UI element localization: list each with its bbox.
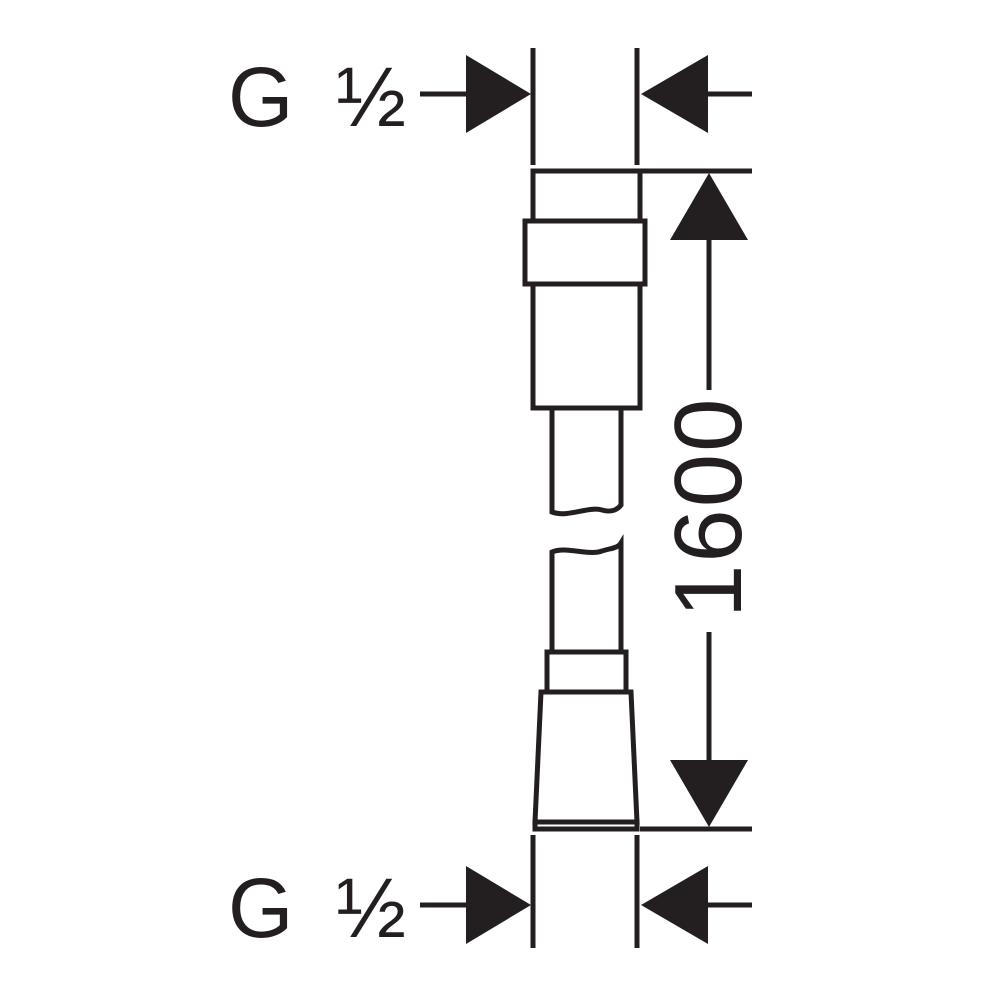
length-arrow-up-icon (670, 173, 748, 240)
bottom-thread-letter: G (228, 861, 294, 955)
hose-upper-segment (549, 408, 624, 517)
hose-lower-segment (549, 533, 624, 652)
bottom-fitting-base (532, 819, 640, 832)
bottom-fitting-cone (532, 689, 640, 825)
bottom-arrow-right-icon (641, 866, 708, 944)
top-thread-size: ½ (336, 50, 407, 144)
bottom-fitting-collar (544, 649, 629, 695)
length-arrow-down-icon (670, 760, 748, 827)
top-arrow-right-icon (641, 55, 708, 133)
length-dimension-value: 1600 (655, 396, 762, 618)
top-thread-letter: G (228, 50, 294, 144)
top-fitting-body (530, 281, 643, 411)
top-arrow-left-icon (466, 55, 531, 133)
bottom-arrow-left-icon (466, 866, 531, 944)
bottom-thread-size: ½ (336, 861, 407, 955)
top-fitting-nut (522, 218, 648, 287)
top-fitting-cap (530, 168, 643, 224)
